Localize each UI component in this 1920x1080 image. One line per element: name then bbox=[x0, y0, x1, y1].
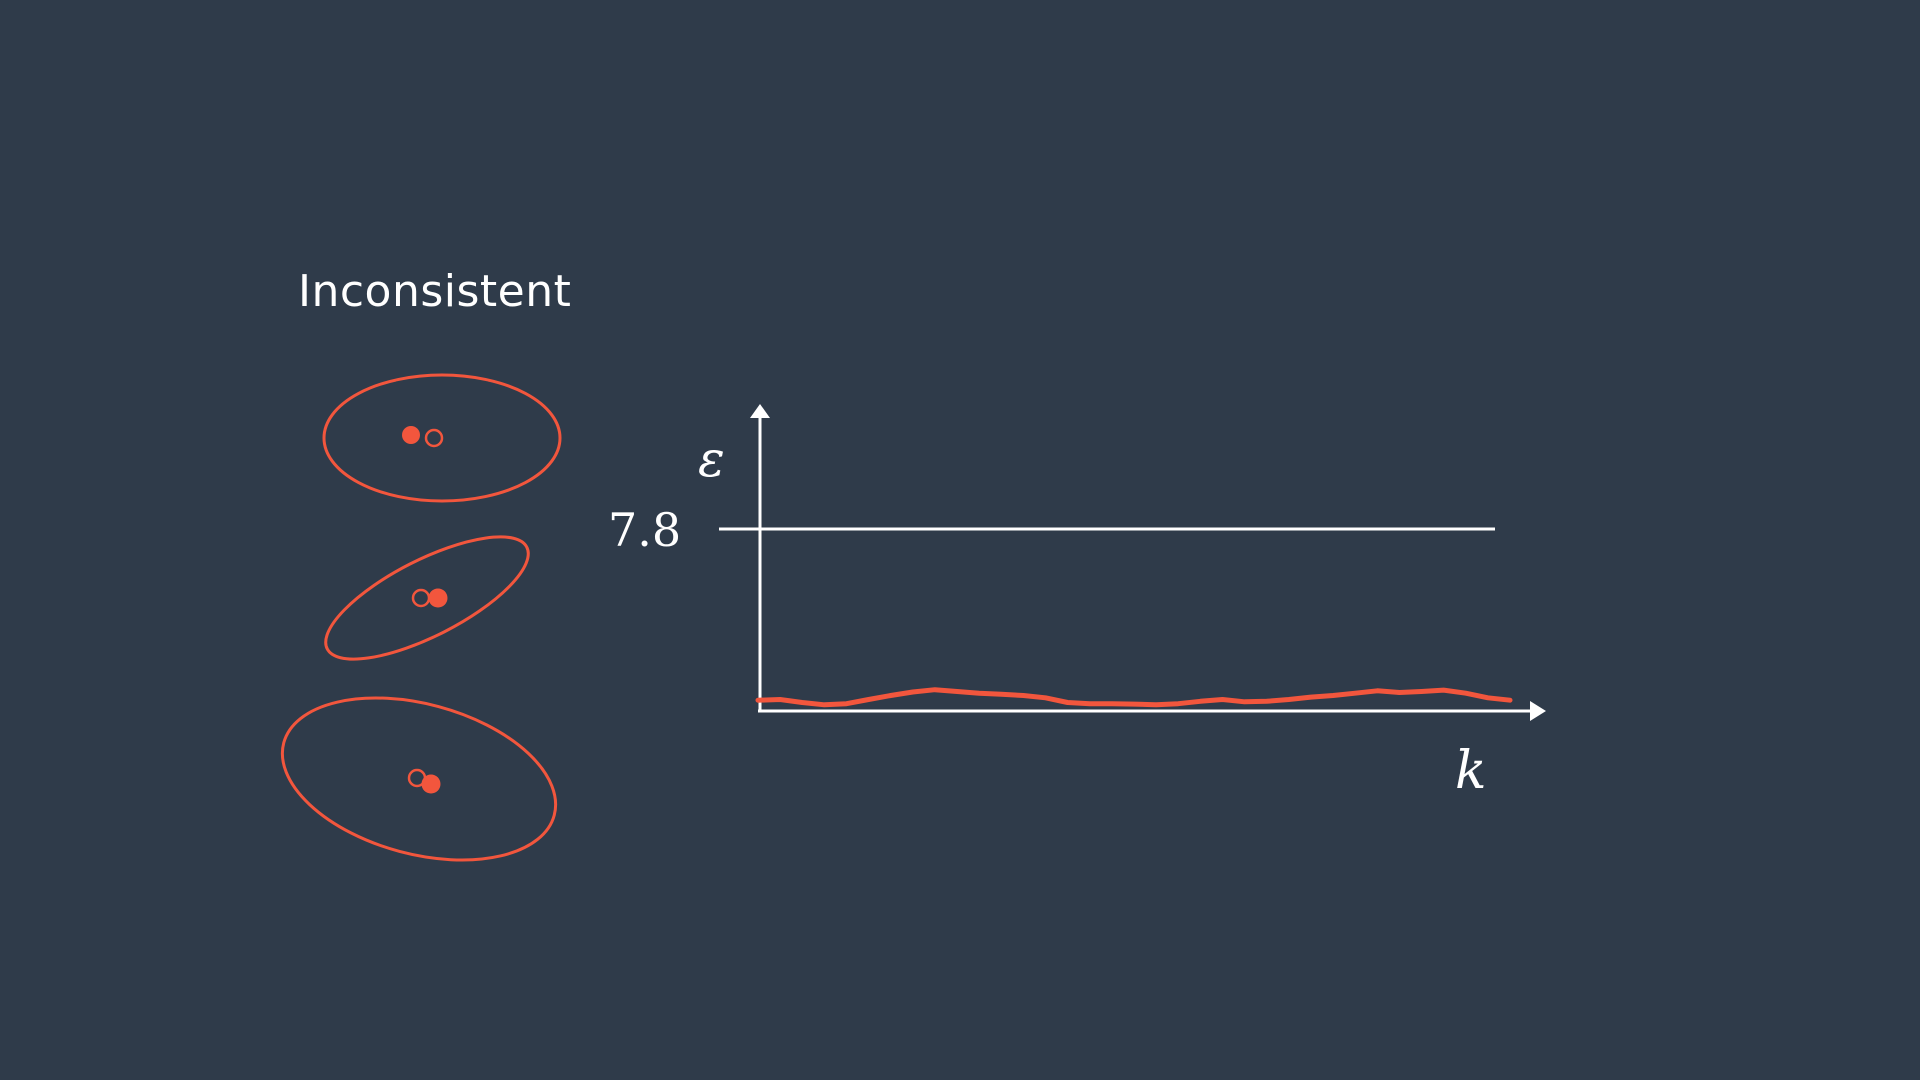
y-axis-arrowhead bbox=[750, 404, 770, 418]
y-axis-label: ε bbox=[698, 430, 725, 488]
ellipse-group-3 bbox=[280, 696, 558, 862]
ellipse-group-2 bbox=[324, 535, 530, 661]
x-axis-arrowhead bbox=[1530, 701, 1546, 721]
ellipse-group-1 bbox=[322, 373, 562, 503]
estimate-marker-filled-2 bbox=[428, 588, 448, 608]
truth-marker-hollow-2 bbox=[411, 588, 431, 608]
nis-data-series bbox=[755, 687, 1513, 708]
uncertainty-ellipse-2 bbox=[324, 535, 530, 661]
threshold-value-label: 7.8 bbox=[608, 503, 681, 557]
slide-title: Inconsistent bbox=[298, 266, 572, 317]
truth-marker-hollow-1 bbox=[424, 428, 444, 448]
uncertainty-ellipse-3 bbox=[280, 696, 558, 862]
x-axis-label: k bbox=[1455, 741, 1487, 801]
uncertainty-ellipse-1 bbox=[322, 373, 562, 503]
estimate-marker-filled-3 bbox=[421, 774, 441, 794]
chart-axes bbox=[750, 404, 1546, 721]
estimate-marker-filled-1 bbox=[402, 426, 420, 444]
